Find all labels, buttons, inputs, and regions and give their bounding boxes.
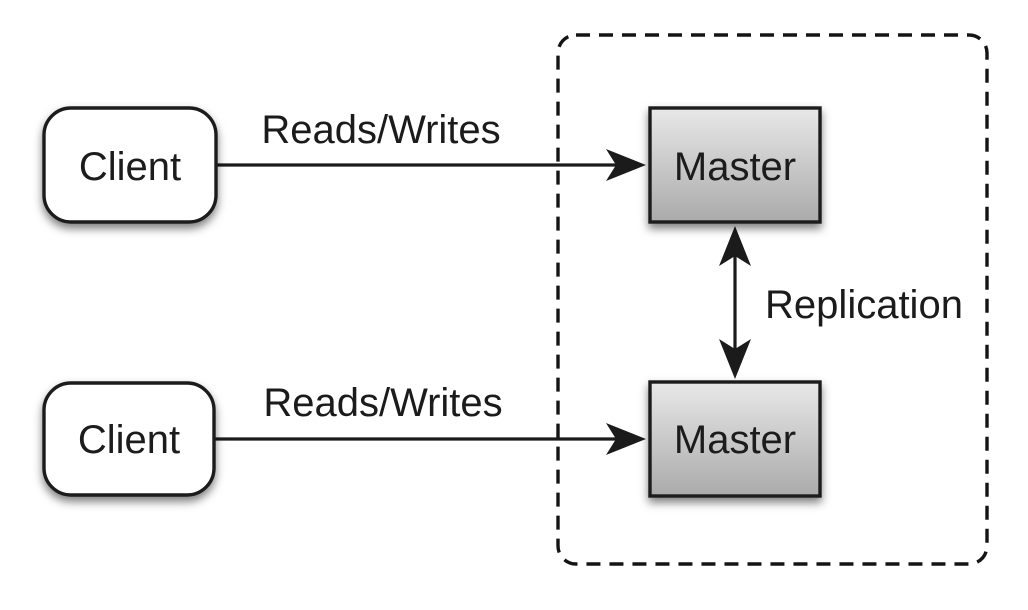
edge-reads-writes-bottom: Reads/Writes	[214, 381, 646, 455]
node-client-top: Client	[42, 106, 218, 224]
replication-label: Replication	[765, 283, 963, 327]
master-bottom-box	[648, 380, 822, 498]
client-top-label: Client	[79, 145, 181, 189]
node-master-bottom: Master	[648, 380, 822, 498]
reads-writes-bottom-label: Reads/Writes	[263, 381, 502, 425]
replication-arrowhead-up-icon	[719, 226, 751, 266]
client-top-box	[42, 106, 218, 224]
master-top-label: Master	[674, 145, 796, 189]
edge-replication: Replication	[719, 226, 963, 379]
master-bottom-label: Master	[674, 418, 796, 462]
node-client-bottom: Client	[42, 381, 216, 497]
reads-writes-bottom-arrowhead-icon	[606, 423, 646, 455]
replication-cluster-boundary	[556, 33, 989, 566]
reads-writes-top-label: Reads/Writes	[261, 108, 500, 152]
client-bottom-label: Client	[78, 418, 180, 462]
edge-reads-writes-top: Reads/Writes	[216, 108, 646, 181]
node-master-top: Master	[648, 106, 822, 224]
client-bottom-box	[42, 381, 216, 497]
replication-arrowhead-down-icon	[719, 339, 751, 379]
master-top-box	[648, 106, 822, 224]
reads-writes-top-arrowhead-icon	[606, 149, 646, 181]
